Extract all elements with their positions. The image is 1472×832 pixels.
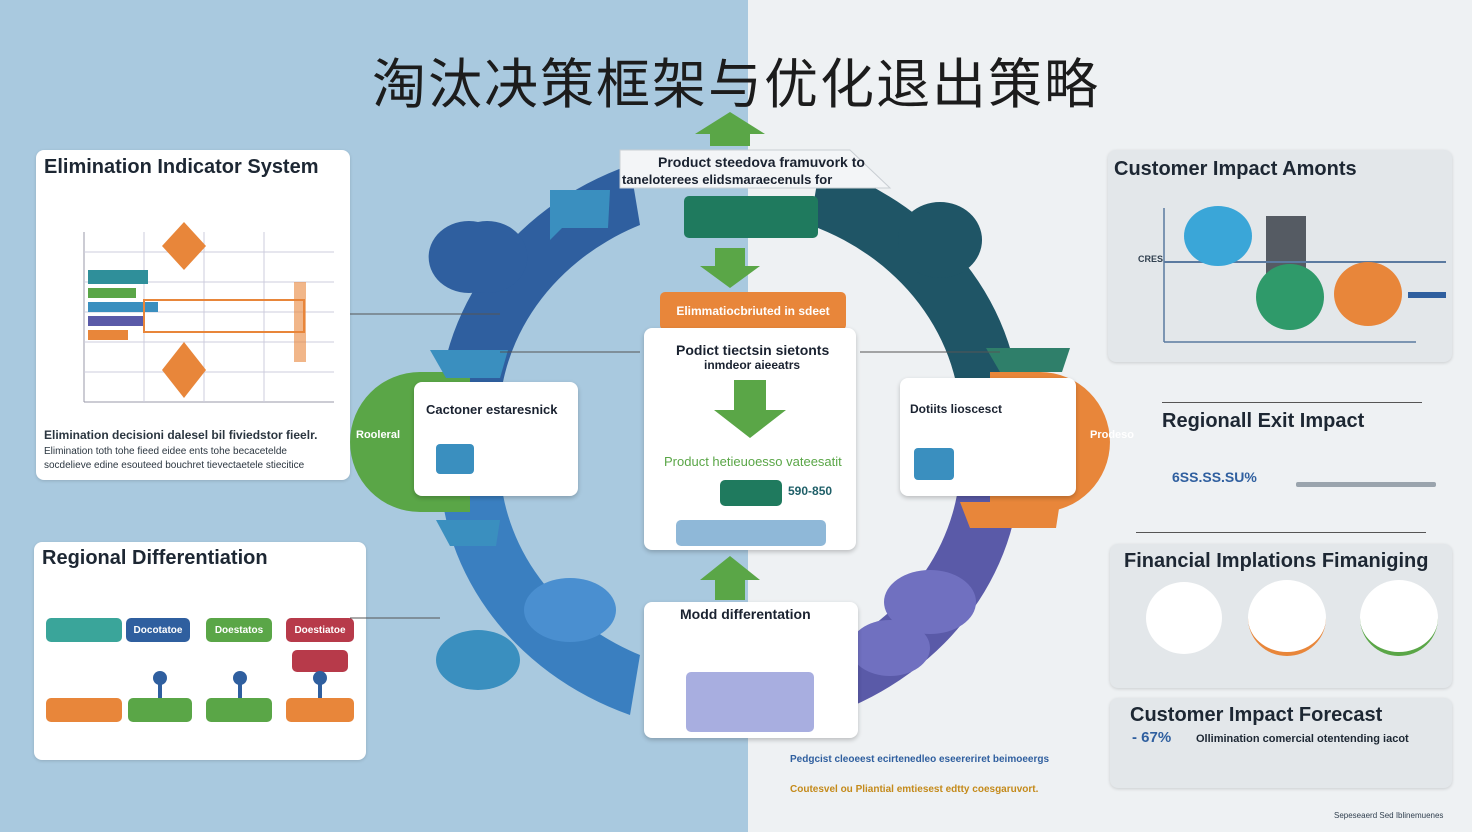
regional-differentiation-panel: Regional Differentiation Docotatoe Doest… <box>34 542 366 760</box>
right-card: Dotiits lioscesct <box>900 378 1076 496</box>
left-card: Cactoner estaresnick <box>414 382 578 496</box>
regional-differentiation-title: Regional Differentiation <box>42 547 268 569</box>
forecast-panel: Customer Impact Forecast - 67% Olliminat… <box>1110 698 1452 788</box>
center-bottom-box <box>676 520 826 546</box>
elimination-text-2: Elimination toth tohe fieed eidee ents t… <box>44 446 287 457</box>
top-banner-subtitle: taneloterees elidsmaraecenuls for <box>622 172 833 187</box>
elimination-text-1: Elimination decisioni dalesel bil fivied… <box>44 428 318 442</box>
financial-circle-2 <box>1248 580 1326 656</box>
customer-impact-panel: Customer Impact Amonts CRES <box>1108 150 1452 362</box>
center-value-box <box>720 480 782 506</box>
regional-bottom-box-1 <box>46 698 122 722</box>
left-card-icon <box>436 444 474 474</box>
regional-exit-divider-top <box>1162 402 1422 403</box>
model-card-box <box>686 672 814 732</box>
forecast-value: - 67% <box>1132 729 1172 746</box>
right-arc-label: Prodeso <box>1090 429 1135 441</box>
financial-panel: Financial Implations Fimaniging <box>1110 544 1452 688</box>
left-card-title: Cactoner estaresnick <box>426 402 558 417</box>
impact-circle-orange <box>1334 262 1402 326</box>
regional-connectors <box>153 671 327 708</box>
center-card-title: Podict tiectsin sietonts <box>676 342 830 358</box>
page-title: 淘汰决策框架与优化退出策略 <box>372 53 1100 116</box>
impact-circle-green <box>1256 264 1324 330</box>
right-card-icon <box>914 448 954 480</box>
elimination-indicator-panel: Elimination Indicator System Elimination… <box>36 150 350 480</box>
right-card-title: Dotiits lioscesct <box>910 402 1003 416</box>
elimination-indicator-chart <box>83 222 334 403</box>
center-card-subtitle: inmdeor aieeatrs <box>704 358 801 372</box>
regional-box-1 <box>46 618 122 642</box>
top-green-box <box>684 196 818 238</box>
customer-impact-label: CRES <box>1138 254 1164 264</box>
financial-circle-1 <box>1144 580 1224 656</box>
regional-exit-divider-bottom <box>1136 532 1426 533</box>
forecast-title: Customer Impact Forecast <box>1130 704 1383 726</box>
bottom-corner-text: Sepeseaerd Sed Iblinemuenes <box>1334 811 1444 820</box>
customer-impact-title: Customer Impact Amonts <box>1114 158 1357 180</box>
regional-box-2: Docotatoe <box>126 618 190 642</box>
regional-bottom-box-4 <box>286 698 354 722</box>
center-down-arrow <box>714 380 786 438</box>
regional-exit-bar <box>1296 482 1436 487</box>
regional-bottom-box-2 <box>128 698 192 722</box>
bottom-text-2: Coutesvel ou Pliantial emtiesest edtty c… <box>790 784 1039 795</box>
regional-box-4: Doestiatoe <box>286 618 354 642</box>
impact-circle-blue <box>1184 206 1252 266</box>
model-card: Modd differentation <box>644 602 858 738</box>
model-card-title: Modd differentation <box>680 606 811 622</box>
left-arc-label: Rooleral <box>356 429 401 441</box>
elimination-indicator-title: Elimination Indicator System <box>44 156 319 178</box>
center-value: 590-850 <box>788 484 833 498</box>
regional-box-3: Doestatos <box>206 618 272 642</box>
financial-title: Financial Implations Fimaniging <box>1124 550 1429 572</box>
center-green-text: Product hetieuoesso vateesatit <box>664 454 842 469</box>
center-card: Podict tiectsin sietonts inmdeor aieeatr… <box>644 328 856 550</box>
forecast-text: Ollimination comercial otentending iacot <box>1196 733 1409 745</box>
regional-bottom-box-3 <box>206 698 272 722</box>
top-banner-title: Product steedova framuvork to <box>658 154 865 170</box>
regional-exit-title: Regionall Exit Impact <box>1162 410 1365 432</box>
elimination-text-3: socdelieve edine esouteed bouchret tieve… <box>44 460 305 471</box>
bottom-text-1: Pedgcist cleoeest ecirtenedleo eseererir… <box>790 754 1050 765</box>
financial-circle-3 <box>1360 580 1438 656</box>
regional-exit-value: 6SS.SS.SU% <box>1172 469 1257 485</box>
center-header: Elimmatiocbriuted in sdeet <box>660 292 846 330</box>
regional-box-4b <box>292 650 348 672</box>
